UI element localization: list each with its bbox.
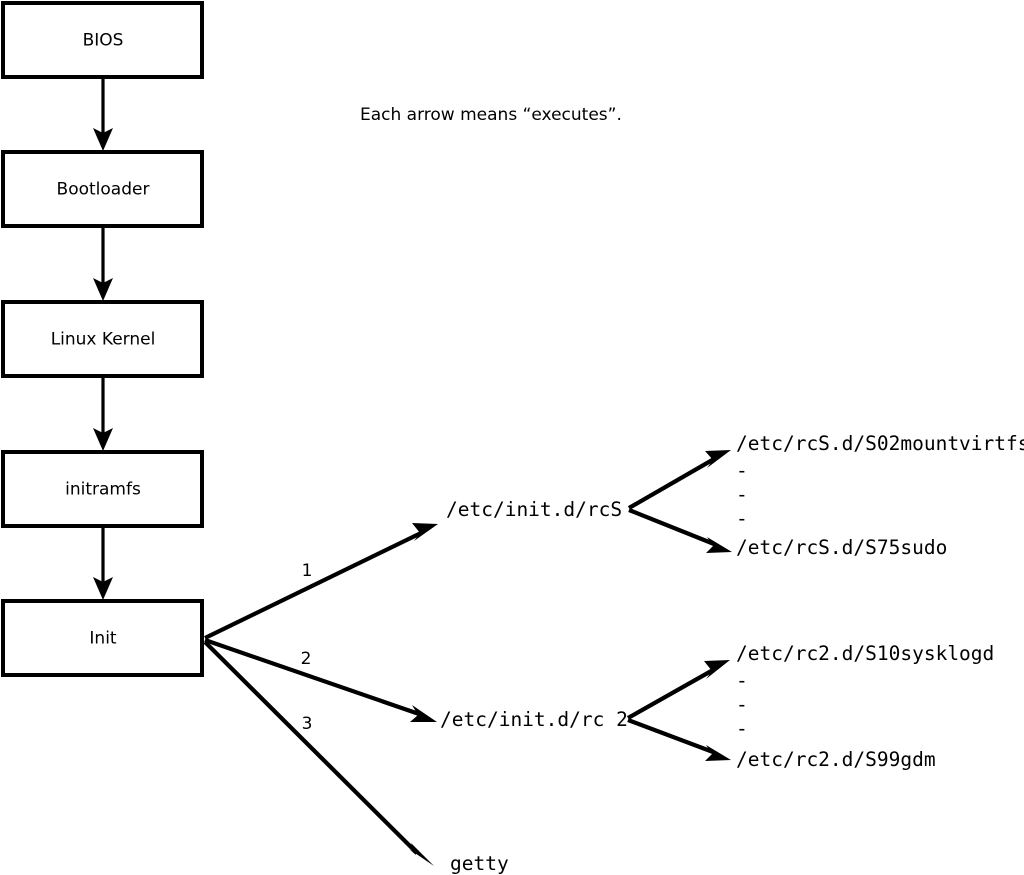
edge-label-2: 2 bbox=[301, 649, 312, 669]
arrow-rcs-to-first-script bbox=[627, 450, 731, 510]
node-rcs-script-last: /etc/rcS.d/S75sudo bbox=[736, 536, 947, 559]
arrow-rc2-to-last-script bbox=[627, 718, 731, 761]
arrow-init-branch-1 bbox=[204, 523, 438, 640]
rc2-ellipsis-dash-2: - bbox=[736, 693, 748, 716]
box-bootloader[interactable]: Bootloader bbox=[1, 150, 204, 228]
node-rc2-script-first: /etc/rc2.d/S10sysklogd bbox=[736, 642, 994, 665]
edge-label-1: 1 bbox=[302, 561, 313, 581]
box-bios-label: BIOS bbox=[83, 31, 124, 51]
box-initramfs[interactable]: initramfs bbox=[1, 450, 204, 528]
rc2-ellipsis-dash-1: - bbox=[736, 669, 748, 692]
node-rc2-script-last: /etc/rc2.d/S99gdm bbox=[736, 748, 936, 771]
rcs-ellipsis-dash-1: - bbox=[736, 459, 748, 482]
box-linux-kernel[interactable]: Linux Kernel bbox=[1, 300, 204, 378]
arrow-bootloader-to-kernel bbox=[93, 226, 113, 301]
arrow-bios-to-bootloader bbox=[93, 77, 113, 151]
box-init-label: Init bbox=[89, 629, 117, 649]
box-init-rect bbox=[1, 599, 204, 677]
rc2-ellipsis-dash-3: - bbox=[736, 717, 748, 740]
arrow-rcs-to-last-script bbox=[628, 508, 732, 553]
arrow-initramfs-to-init bbox=[93, 526, 113, 600]
node-etc-init-d-rc2: /etc/init.d/rc 2 bbox=[440, 708, 628, 731]
arrow-init-branch-3 bbox=[203, 640, 434, 866]
box-linux-kernel-label: Linux Kernel bbox=[51, 330, 156, 350]
box-bootloader-label: Bootloader bbox=[57, 180, 150, 200]
box-initramfs-label: initramfs bbox=[65, 480, 141, 500]
node-getty: getty bbox=[450, 852, 509, 875]
arrow-rc2-to-first-script bbox=[626, 660, 730, 720]
node-rcs-script-first: /etc/rcS.d/S02mountvirtfs bbox=[736, 432, 1024, 455]
arrow-init-branch-2 bbox=[204, 638, 437, 722]
node-etc-init-d-rcs: /etc/init.d/rcS bbox=[446, 498, 622, 521]
rcs-ellipsis-dash-3: - bbox=[736, 507, 748, 530]
edge-label-3: 3 bbox=[302, 714, 313, 734]
box-bios[interactable]: BIOS bbox=[1, 1, 204, 79]
box-init[interactable]: Init bbox=[1, 599, 204, 677]
caption-executes: Each arrow means “executes”. bbox=[360, 105, 622, 125]
box-initramfs-rect bbox=[1, 450, 204, 528]
rcs-ellipsis-dash-2: - bbox=[736, 483, 748, 506]
box-bios-rect bbox=[1, 1, 204, 79]
arrow-kernel-to-initramfs bbox=[93, 376, 113, 451]
